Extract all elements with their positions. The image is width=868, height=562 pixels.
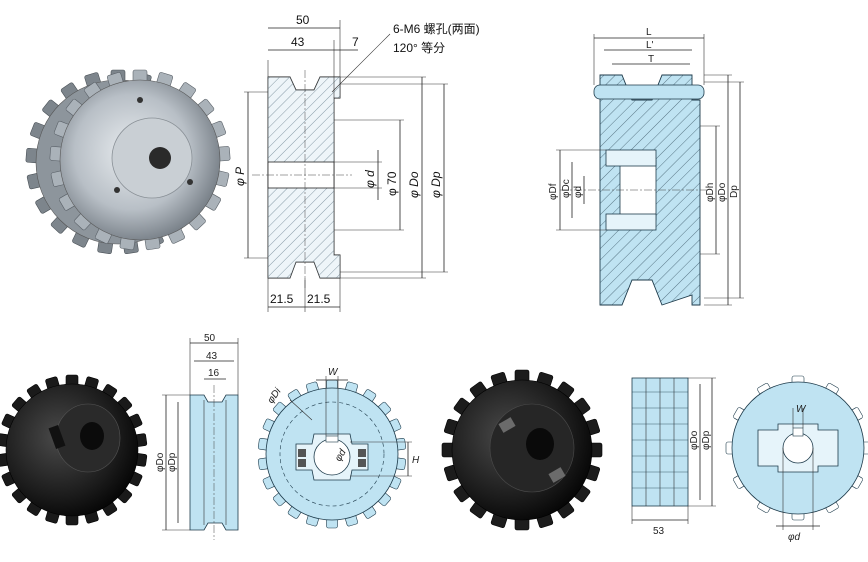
dim-phi-dc: φDc [561,179,572,198]
dim-53: 53 [653,526,665,537]
plastic-sprocket-side-view-2: φDp φDo 53 [631,377,716,537]
dim-phi-df: φDf [548,183,559,200]
dim-43: 43 [291,35,305,49]
plastic-sprocket-section: L L' T φDf φDc φd φDh φDo Dp [548,27,744,306]
dim-43-bottom: 43 [206,351,218,362]
steel-sprocket-photo [25,69,231,255]
dim-phi-dp: φ Dp [429,171,443,198]
plastic-sprocket-front-view: W φDi φd H [257,367,420,529]
dim-l-prime: L' [646,40,654,51]
dim-phi-d-br: φd [788,532,801,543]
dim-h: H [412,455,420,466]
dim-l: L [646,27,652,38]
dim-phi-do-right: φDo [717,182,728,202]
dim-7: 7 [352,35,359,49]
dim-dp-right: Dp [729,185,740,198]
dim-phi-p: φ P [233,167,247,186]
dim-16: 16 [208,368,220,379]
dim-21-5-left: 21.5 [270,292,294,306]
note-equal-spacing: 120° 等分 [393,41,445,55]
dim-w-br: W [796,404,807,415]
dim-phi-do: φ Do [407,171,421,198]
steel-sprocket-section: 50 43 7 6-M6 螺孔(两面) 120° 等分 φ P φ d φ 70… [233,13,480,312]
plastic-sprocket-front-view-2: W φd [725,375,868,543]
dim-phi-dh: φDh [705,183,716,202]
dim-w: W [328,367,339,378]
dim-t: T [648,54,654,65]
black-sprocket-photo-2 [441,369,603,531]
note-thread-holes: 6-M6 螺孔(两面) [393,22,480,36]
dim-50: 50 [296,13,310,27]
dim-phi-d-right: φd [573,186,584,198]
dim-phi-d-front: φd [333,447,349,463]
dim-50-bottom: 50 [204,333,216,344]
black-sprocket-photo-1 [0,374,148,526]
dim-phi-d: φ d [363,170,377,188]
dim-phi-do-br: φDo [689,430,700,450]
dim-phi-dp-bottom: φDp [167,452,178,472]
dim-phi-dp-br: φDp [701,430,712,450]
dim-21-5-right: 21.5 [307,292,331,306]
dim-phi-70: φ 70 [385,171,399,196]
dim-phi-do-bottom: φDo [155,452,166,472]
plastic-sprocket-side-view: 50 43 16 φDo φDp [155,333,239,540]
